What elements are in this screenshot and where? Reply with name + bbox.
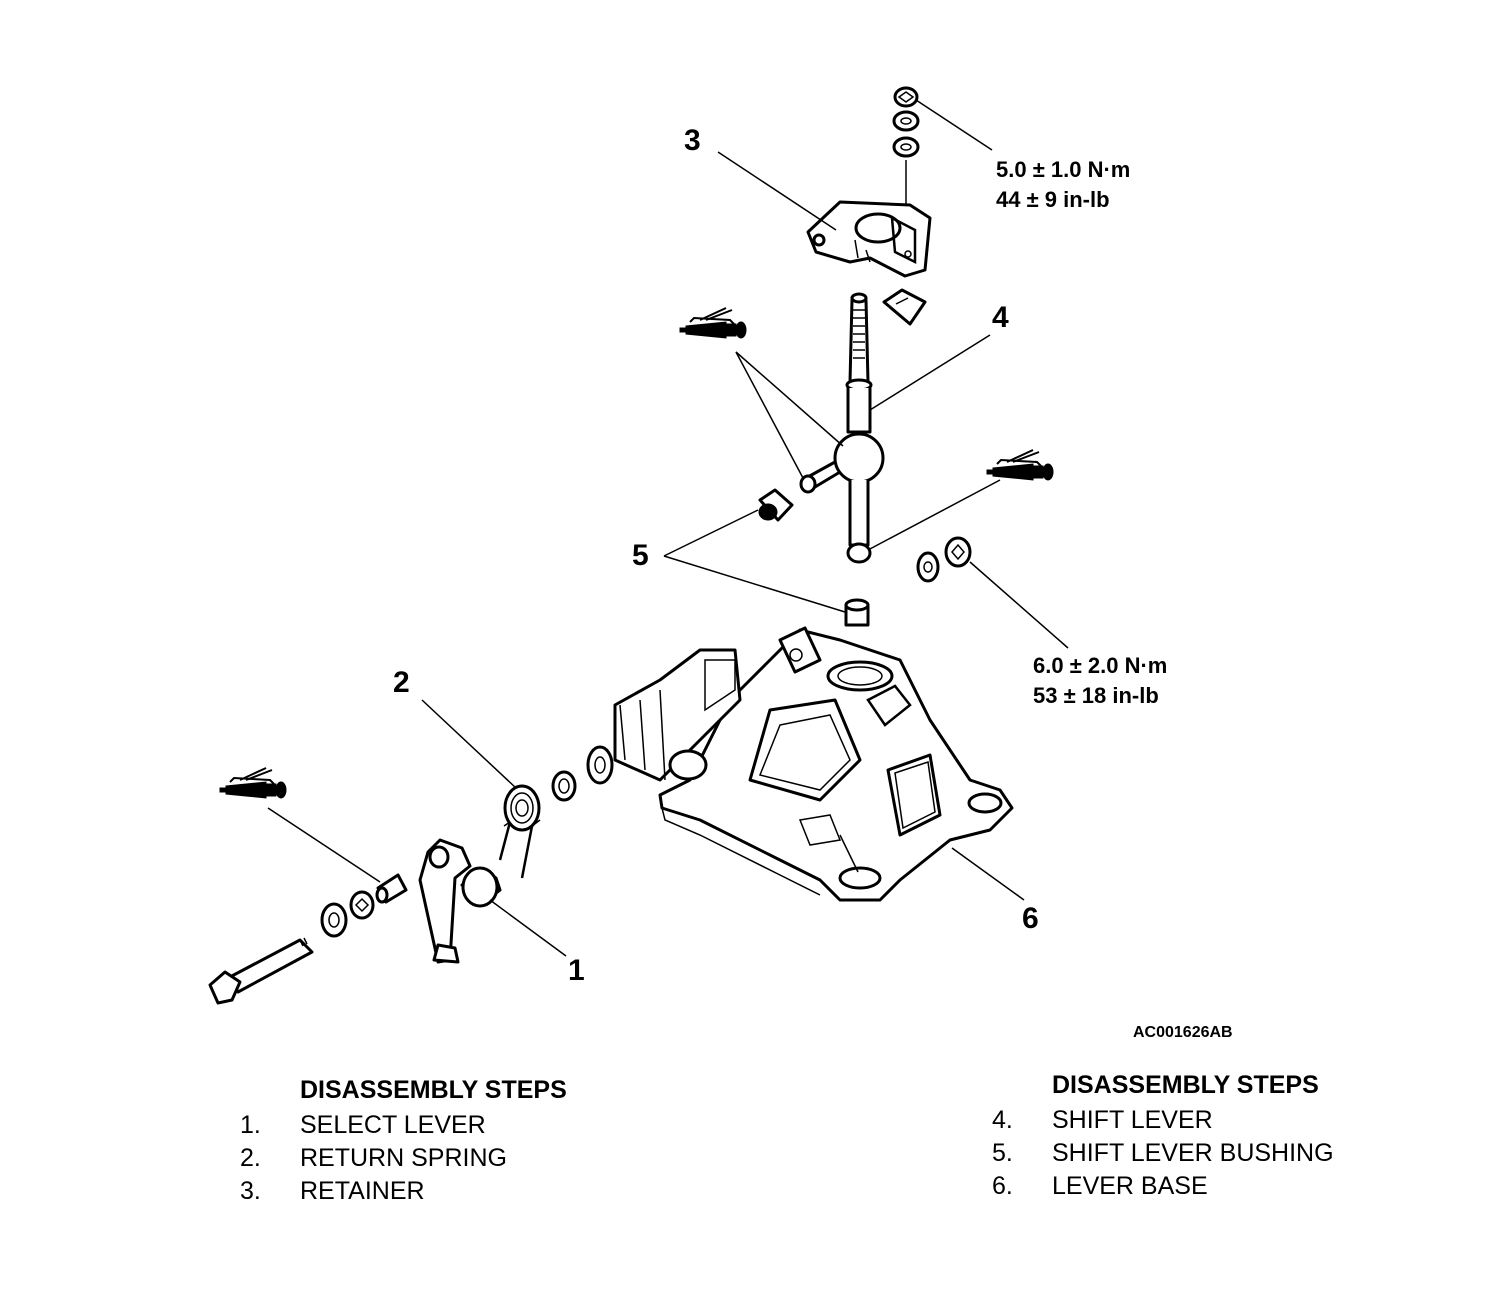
grease-gun-icon	[986, 449, 1054, 481]
leader-lines	[267, 99, 1069, 957]
torque-upper-metric: 5.0 ± 1.0 N·m	[996, 157, 1130, 182]
step-label: SHIFT LEVER BUSHING	[1052, 1139, 1334, 1167]
list-item: 3. RETAINER	[240, 1175, 567, 1208]
lever-clip	[882, 288, 927, 326]
base-washers	[551, 745, 614, 802]
callout-6: 6	[1022, 902, 1039, 935]
list-item: 4. SHIFT LEVER	[992, 1104, 1334, 1137]
callout-4: 4	[992, 301, 1009, 334]
steps-heading: DISASSEMBLY STEPS	[1052, 1071, 1319, 1099]
step-label: RETURN SPRING	[300, 1144, 507, 1172]
callout-2: 2	[393, 666, 410, 699]
callout-5: 5	[632, 539, 649, 572]
select-lever	[418, 838, 502, 964]
step-number: 1.	[240, 1111, 261, 1139]
shift-lever-bushing	[758, 488, 870, 627]
callout-1: 1	[568, 954, 585, 987]
step-number: 5.	[992, 1139, 1013, 1167]
disassembly-steps-right: DISASSEMBLY STEPS 4. SHIFT LEVER 5. SHIF…	[992, 1071, 1334, 1203]
figure-id: AC001626AB	[1133, 1024, 1233, 1041]
top-nut-stack	[892, 86, 920, 210]
grease-gun-icon	[679, 307, 747, 339]
step-label: SELECT LEVER	[300, 1111, 486, 1139]
list-item: 6. LEVER BASE	[992, 1170, 1334, 1203]
list-item: 5. SHIFT LEVER BUSHING	[992, 1137, 1334, 1170]
grease-gun-icon	[219, 767, 287, 799]
step-label: SHIFT LEVER	[1052, 1106, 1213, 1134]
step-label: LEVER BASE	[1052, 1172, 1208, 1200]
list-item: 2. RETURN SPRING	[240, 1142, 567, 1175]
step-number: 4.	[992, 1106, 1013, 1134]
pivot-bolt	[208, 873, 408, 1005]
torque-upper-imperial: 44 ± 9 in-lb	[996, 187, 1110, 212]
lever-base	[613, 626, 1014, 902]
return-spring	[498, 784, 541, 879]
step-number: 6.	[992, 1172, 1013, 1200]
step-label: RETAINER	[300, 1177, 425, 1205]
steps-heading: DISASSEMBLY STEPS	[300, 1076, 567, 1104]
torque-lower-metric: 6.0 ± 2.0 N·m	[1033, 653, 1167, 678]
disassembly-steps-left: DISASSEMBLY STEPS 1. SELECT LEVER 2. RET…	[240, 1076, 567, 1208]
side-nut	[916, 536, 972, 583]
retainer	[806, 200, 932, 278]
step-number: 2.	[240, 1144, 261, 1172]
shift-lever	[799, 292, 885, 564]
list-item: 1. SELECT LEVER	[240, 1109, 567, 1142]
torque-lower-imperial: 53 ± 18 in-lb	[1033, 683, 1159, 708]
step-number: 3.	[240, 1177, 261, 1205]
callout-3: 3	[684, 124, 701, 157]
